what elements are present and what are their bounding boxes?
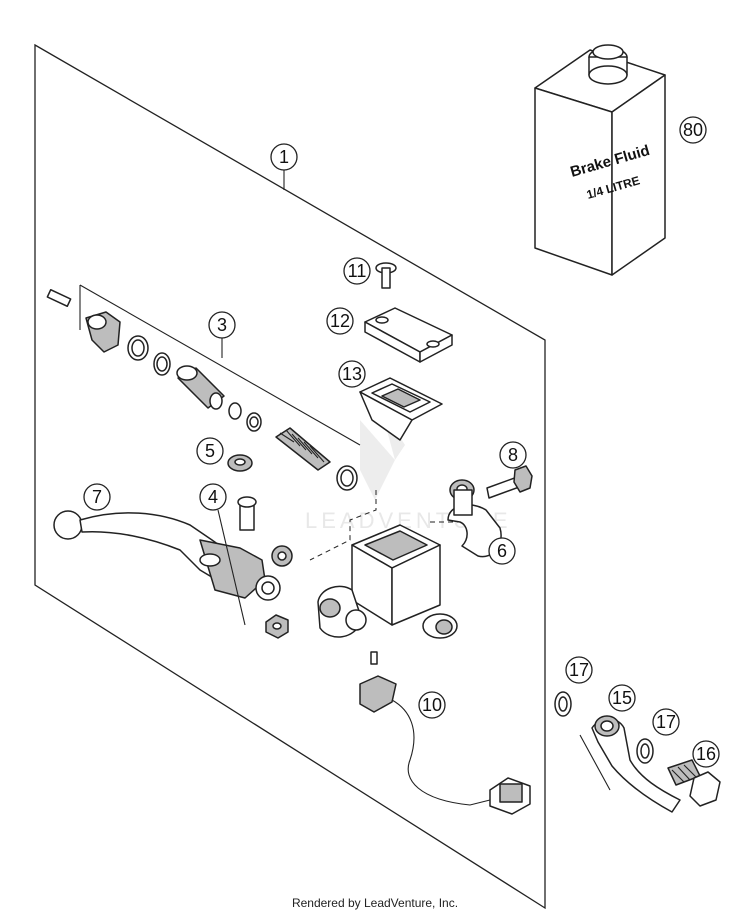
- footer-credit: Rendered by LeadVenture, Inc.: [291, 896, 459, 910]
- callout-11[interactable]: 11: [343, 257, 371, 285]
- callout-3[interactable]: 3: [208, 311, 236, 339]
- svg-text:5: 5: [205, 441, 215, 461]
- callout-5[interactable]: 5: [196, 437, 224, 465]
- brake-fluid-bottle[interactable]: Brake Fluid 1/4 LITRE: [534, 44, 666, 276]
- callout-17b[interactable]: 17: [652, 708, 680, 736]
- svg-text:15: 15: [612, 688, 632, 708]
- diaphragm-part-13[interactable]: [359, 377, 443, 441]
- callout-13[interactable]: 13: [338, 360, 366, 388]
- clamp-part-6[interactable]: [447, 479, 502, 558]
- washer-part-5[interactable]: [227, 454, 253, 472]
- svg-text:16: 16: [696, 744, 716, 764]
- screw-part-11[interactable]: [375, 262, 397, 289]
- callout-7[interactable]: 7: [83, 483, 111, 511]
- brake-switch-cable-part-10[interactable]: [359, 651, 531, 815]
- callout-17a[interactable]: 17: [565, 656, 593, 684]
- svg-text:11: 11: [348, 261, 367, 281]
- callout-15[interactable]: 15: [608, 684, 636, 712]
- svg-text:17: 17: [656, 712, 676, 732]
- svg-text:17: 17: [569, 660, 589, 680]
- svg-text:3: 3: [217, 315, 227, 335]
- svg-text:10: 10: [422, 695, 442, 715]
- banjo-bolt-part-16[interactable]: [667, 759, 721, 807]
- svg-text:4: 4: [208, 487, 218, 507]
- assembly-frame: [34, 43, 546, 910]
- reservoir-cover-part-12[interactable]: [364, 307, 453, 363]
- callout-12[interactable]: 12: [326, 307, 354, 335]
- bolt-part-8[interactable]: [486, 465, 533, 499]
- brake-lever-part-7[interactable]: [53, 510, 293, 601]
- assembly-dashline: [309, 490, 377, 561]
- callout-4[interactable]: 4: [199, 483, 227, 511]
- sealing-washer-part-17a[interactable]: [554, 691, 572, 717]
- svg-text:8: 8: [508, 445, 518, 465]
- callout-6[interactable]: 6: [488, 537, 516, 565]
- svg-text:7: 7: [92, 487, 102, 507]
- svg-text:80: 80: [683, 120, 703, 140]
- callout-1[interactable]: 1: [270, 143, 298, 171]
- callout-10[interactable]: 10: [418, 691, 446, 719]
- svg-text:6: 6: [497, 541, 507, 561]
- master-cylinder-body[interactable]: [317, 524, 458, 639]
- callout-80[interactable]: 80: [679, 116, 707, 144]
- svg-text:12: 12: [330, 311, 350, 331]
- sealing-washer-part-17b[interactable]: [636, 738, 654, 764]
- svg-text:13: 13: [342, 364, 362, 384]
- brake-hose-part-15[interactable]: [579, 715, 681, 813]
- piston-kit-part-3[interactable]: [46, 284, 361, 491]
- svg-text:1: 1: [279, 147, 289, 167]
- callout-8[interactable]: 8: [499, 441, 527, 469]
- callout-16[interactable]: 16: [692, 740, 720, 768]
- pivot-bolt-part-4[interactable]: [217, 496, 289, 639]
